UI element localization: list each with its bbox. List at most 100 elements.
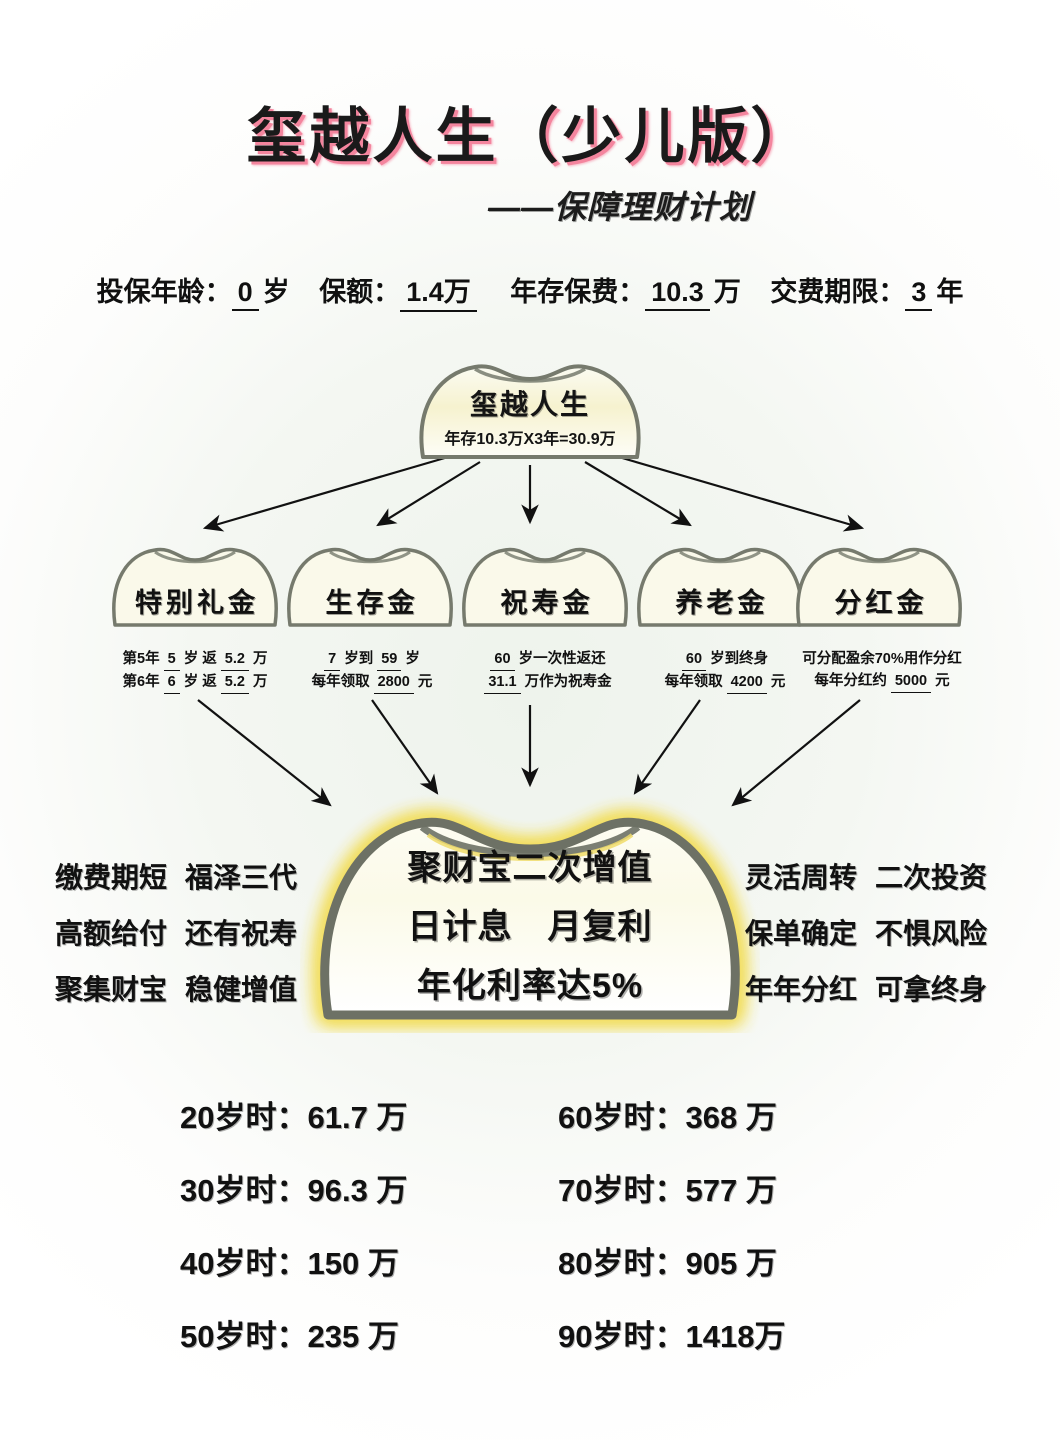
note-value: 5.2 — [220, 671, 249, 694]
table-row: 30岁时：96.3 万 70岁时：577 万 — [0, 1165, 1060, 1210]
benefit-text: 高额给付 — [55, 918, 168, 949]
benefit-text: 可拿终身 — [875, 974, 988, 1005]
table-row: 50岁时：235 万 90岁时：1418万 — [0, 1311, 1060, 1356]
note-line: 第5年 5 岁 返 5.2 万 — [95, 648, 295, 671]
ingot-label: 特别礼金 — [135, 588, 259, 618]
page-title: 玺越人生（少儿版） — [246, 103, 814, 170]
param-premium-unit: 万 — [713, 277, 741, 307]
benefit-text: 不惧风险 — [875, 918, 988, 949]
param-coverage-value: 1.4万 — [400, 270, 477, 312]
page-subtitle: ——保障理财计划 — [487, 189, 752, 225]
note-pension-benefit: 60 岁到终身 每年领取 4200 元 — [625, 648, 825, 694]
benefit-text: 二次投资 — [875, 862, 988, 893]
note-part: 每年分红约 — [814, 673, 891, 689]
top-ingot-title: 玺越人生 — [469, 389, 590, 420]
note-dividend-benefit: 可分配盈余70%用作分红 每年分红约 5000 元 — [782, 648, 982, 693]
value-cell: 20岁时：61.7 万 — [180, 1100, 408, 1135]
note-line: 每年领取 4200 元 — [625, 671, 825, 694]
center-ingot-line1: 聚财宝二次增值 — [407, 849, 653, 887]
ingot-special-gift: 特别礼金 — [103, 532, 287, 632]
ingot-longevity-benefit: 祝寿金 — [453, 532, 637, 632]
note-part: 每年领取 — [311, 674, 374, 690]
table-row: 40岁时：150 万 80岁时：905 万 — [0, 1238, 1060, 1283]
note-part: 元 — [766, 674, 786, 690]
note-line: 每年领取 2800 元 — [272, 671, 472, 694]
benefit-text: 还有祝寿 — [185, 918, 298, 949]
benefit-text: 年年分红 — [745, 974, 858, 1005]
ingot-shape-icon — [316, 814, 744, 1023]
benefit-row: 聚集财宝稳健增值 — [55, 962, 297, 1018]
subtitle-block: ——保障理财计划 — [0, 182, 1060, 228]
value-cell: 90岁时：1418万 — [558, 1319, 786, 1354]
note-line: 每年分红约 5000 元 — [782, 670, 982, 693]
param-coverage-label: 保额： — [319, 277, 401, 307]
param-premium-label: 年存保费： — [510, 277, 646, 307]
benefit-row: 缴费期短福泽三代 — [55, 850, 297, 906]
note-line: 60 岁到终身 — [625, 648, 825, 671]
ingot-survival-benefit: 生存金 — [278, 532, 462, 632]
note-part: 岁一次性返还 — [514, 651, 606, 667]
title-block: 玺越人生（少儿版） — [0, 88, 1060, 175]
note-value: 2800 — [373, 671, 414, 694]
ingot-label: 分红金 — [834, 588, 928, 618]
note-part: 万 — [248, 651, 268, 667]
note-part: 岁 — [401, 651, 420, 667]
benefit-text: 缴费期短 — [55, 862, 168, 893]
value-cell: 50岁时：235 万 — [180, 1319, 399, 1354]
benefit-row: 灵活周转二次投资 — [745, 850, 987, 906]
note-value: 7 — [324, 648, 341, 671]
ingot-dividend-benefit: 分红金 — [787, 532, 971, 632]
note-line: 31.1 万作为祝寿金 — [448, 671, 648, 694]
note-part: 第5年 — [122, 651, 164, 667]
top-ingot-formula: 年存10.3万X3年=30.9万 — [444, 431, 616, 448]
benefit-text: 聚集财宝 — [55, 974, 168, 1005]
note-part: 可分配盈余70%用作分红 — [802, 651, 962, 667]
benefits-right-column: 灵活周转二次投资 保单确定不惧风险 年年分红可拿终身 — [745, 850, 987, 1018]
note-part: 元 — [931, 673, 950, 689]
note-line: 7 岁到 59 岁 — [272, 648, 472, 671]
value-cell: 60岁时：368 万 — [558, 1100, 777, 1135]
param-term-value: 3 — [905, 277, 933, 311]
note-part: 每年领取 — [664, 674, 727, 690]
note-line: 可分配盈余70%用作分红 — [782, 648, 982, 670]
param-premium-value: 10.3 — [645, 277, 710, 311]
note-line: 60 岁一次性返还 — [448, 648, 648, 671]
benefit-row: 年年分红可拿终身 — [745, 962, 987, 1018]
benefit-text: 灵活周转 — [745, 862, 858, 893]
benefit-text: 稳健增值 — [185, 974, 298, 1005]
center-ingot-line3: 年化利率达5% — [416, 967, 644, 1005]
note-longevity-benefit: 60 岁一次性返还 31.1 万作为祝寿金 — [448, 648, 648, 694]
ingot-shape-icon — [112, 547, 278, 627]
table-row: 20岁时：61.7 万 60岁时：368 万 — [0, 1092, 1060, 1137]
value-cell: 70岁时：577 万 — [558, 1173, 777, 1208]
note-part: 岁到 — [340, 651, 378, 667]
note-survival-benefit: 7 岁到 59 岁 每年领取 2800 元 — [272, 648, 472, 694]
param-age-label: 投保年龄： — [96, 277, 232, 307]
note-part: 岁到终身 — [706, 651, 769, 667]
param-age-value: 0 — [231, 277, 259, 311]
note-part: 万作为祝寿金 — [520, 674, 612, 690]
ingot-wealth-center: 聚财宝二次增值 日计息 月复利 年化利率达5% — [300, 783, 760, 1033]
note-part: 岁 返 — [179, 674, 221, 690]
value-cell: 80岁时：905 万 — [558, 1246, 777, 1281]
note-value: 59 — [377, 648, 402, 671]
param-term-unit: 年 — [936, 277, 964, 307]
note-value: 4200 — [726, 671, 767, 694]
note-value: 60 — [681, 648, 707, 671]
note-part: 万 — [248, 674, 268, 690]
note-value: 60 — [490, 648, 515, 671]
projected-value-table: 20岁时：61.7 万 60岁时：368 万 30岁时：96.3 万 70岁时：… — [0, 1092, 1060, 1384]
ingot-shape-icon — [462, 547, 628, 627]
note-line: 第6年 6 岁 返 5.2 万 — [95, 671, 295, 694]
ingot-label: 养老金 — [675, 588, 769, 618]
note-part: 第6年 — [122, 674, 164, 690]
value-cell: 40岁时：150 万 — [180, 1246, 399, 1281]
benefit-row: 保单确定不惧风险 — [745, 906, 987, 962]
ingot-pension-benefit: 养老金 — [628, 532, 812, 632]
note-part: 岁 返 — [179, 651, 221, 667]
benefit-text: 保单确定 — [745, 918, 858, 949]
